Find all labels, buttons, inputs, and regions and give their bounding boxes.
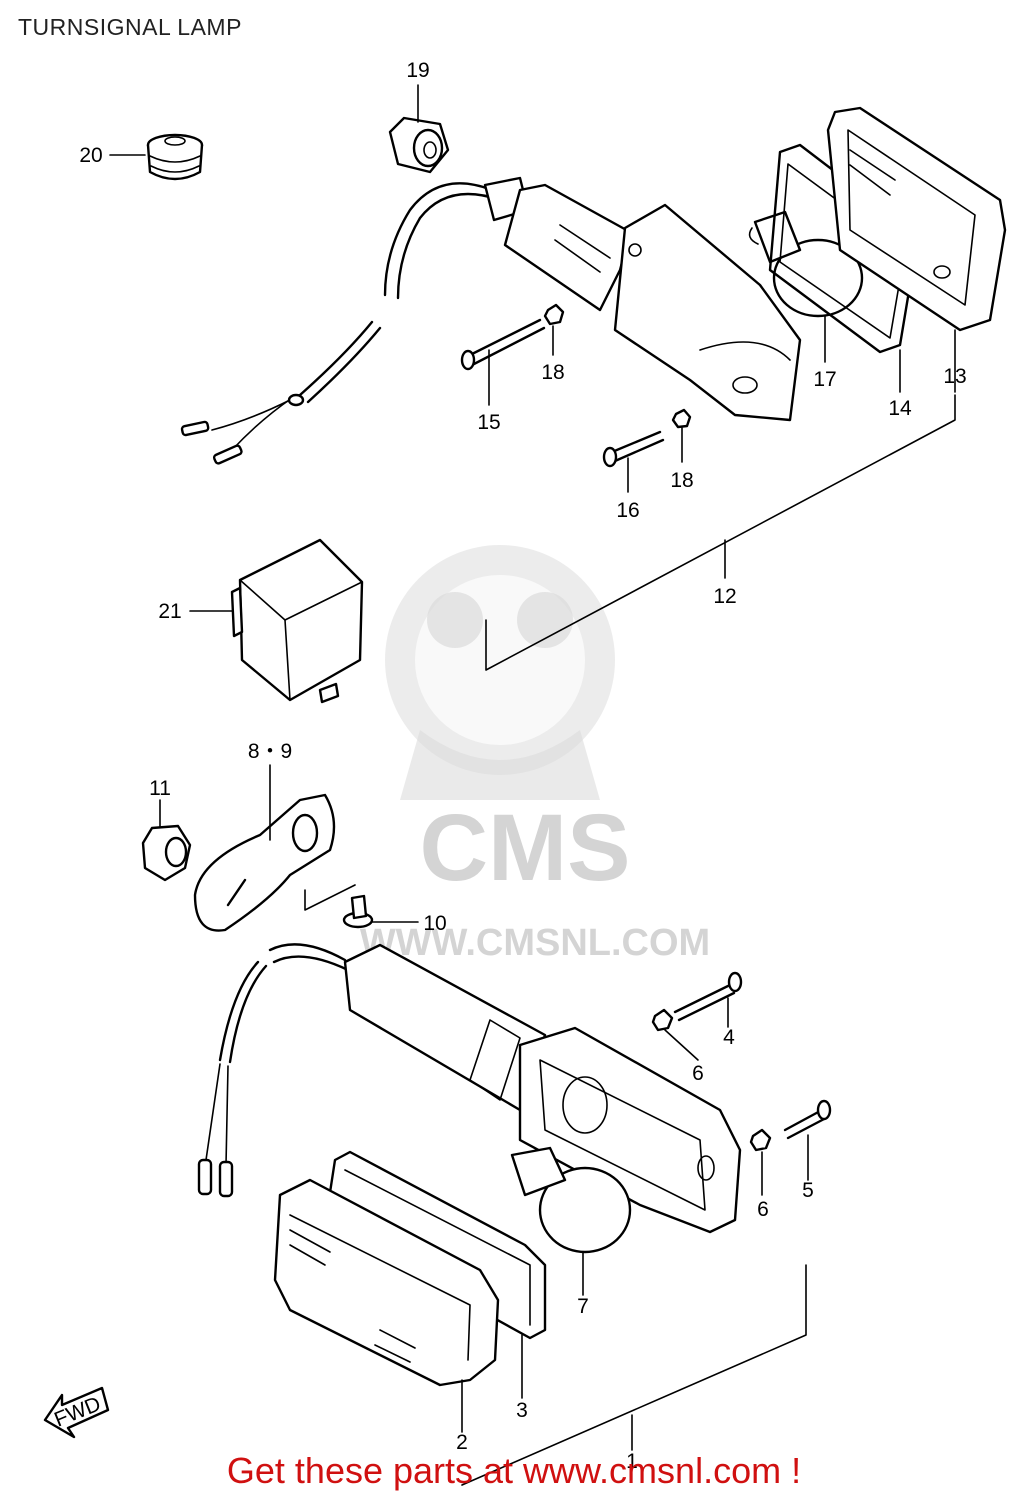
callout-20: 20 <box>79 144 102 167</box>
part-7-bulb <box>510 1146 632 1254</box>
part-18-nut-a <box>543 303 565 326</box>
part-13-lens <box>826 106 1007 332</box>
callout-12: 12 <box>713 585 736 608</box>
callout-18b: 18 <box>670 469 693 492</box>
part-16-screw <box>602 430 665 468</box>
callout-16: 16 <box>616 499 639 522</box>
callout-10: 10 <box>423 912 446 935</box>
callout-5: 5 <box>802 1179 814 1202</box>
part-10-bolt <box>342 894 374 929</box>
part-8-9-bracket <box>193 793 336 932</box>
part-5-screw <box>783 1099 832 1140</box>
page-title: TURNSIGNAL LAMP <box>18 14 242 40</box>
callout-19: 19 <box>406 59 429 82</box>
callout-13: 13 <box>943 365 966 388</box>
callout-18a: 18 <box>541 361 564 384</box>
callout-17: 17 <box>813 368 836 391</box>
part-19-nut <box>388 116 450 174</box>
part-15-screw <box>460 318 546 371</box>
watermark-logo: CMS WWW.CMSNL.COM <box>360 545 710 964</box>
callout-labels: 20 19 15 18 16 18 17 14 13 12 21 8・9 11 … <box>79 59 966 1473</box>
callout-21: 21 <box>158 600 181 623</box>
watermark-url: WWW.CMSNL.COM <box>360 922 710 964</box>
callout-11: 11 <box>149 777 171 800</box>
part-21-relay <box>230 538 364 704</box>
part-6-nut-b <box>749 1128 772 1152</box>
footer-link-text[interactable]: Get these parts at www.cmsnl.com ! <box>226 1450 802 1491</box>
part-20-grommet <box>146 133 204 181</box>
upper-lamp-housing <box>180 176 802 465</box>
callout-1: 1 <box>626 1450 638 1473</box>
leader-lines <box>109 84 956 1486</box>
watermark-brand: CMS <box>419 795 630 901</box>
part-4-screw <box>673 971 743 1022</box>
callout-3: 3 <box>516 1399 528 1422</box>
part-2-lens <box>273 1178 500 1387</box>
callout-4: 4 <box>723 1026 735 1049</box>
callout-6a: 6 <box>692 1062 704 1085</box>
part-18-nut-b <box>671 408 692 429</box>
callout-8-9: 8・9 <box>248 740 292 763</box>
callout-6b: 6 <box>757 1198 769 1221</box>
lower-lamp-housing <box>197 943 742 1234</box>
part-6-nut-a <box>651 1008 674 1032</box>
fwd-arrow-icon: FWD <box>43 1386 110 1439</box>
part-17-bulb <box>748 210 864 318</box>
callout-14: 14 <box>888 397 912 420</box>
callout-15: 15 <box>477 411 500 434</box>
callout-7: 7 <box>577 1295 589 1318</box>
part-11-nut <box>141 824 192 882</box>
callout-2: 2 <box>456 1431 468 1454</box>
